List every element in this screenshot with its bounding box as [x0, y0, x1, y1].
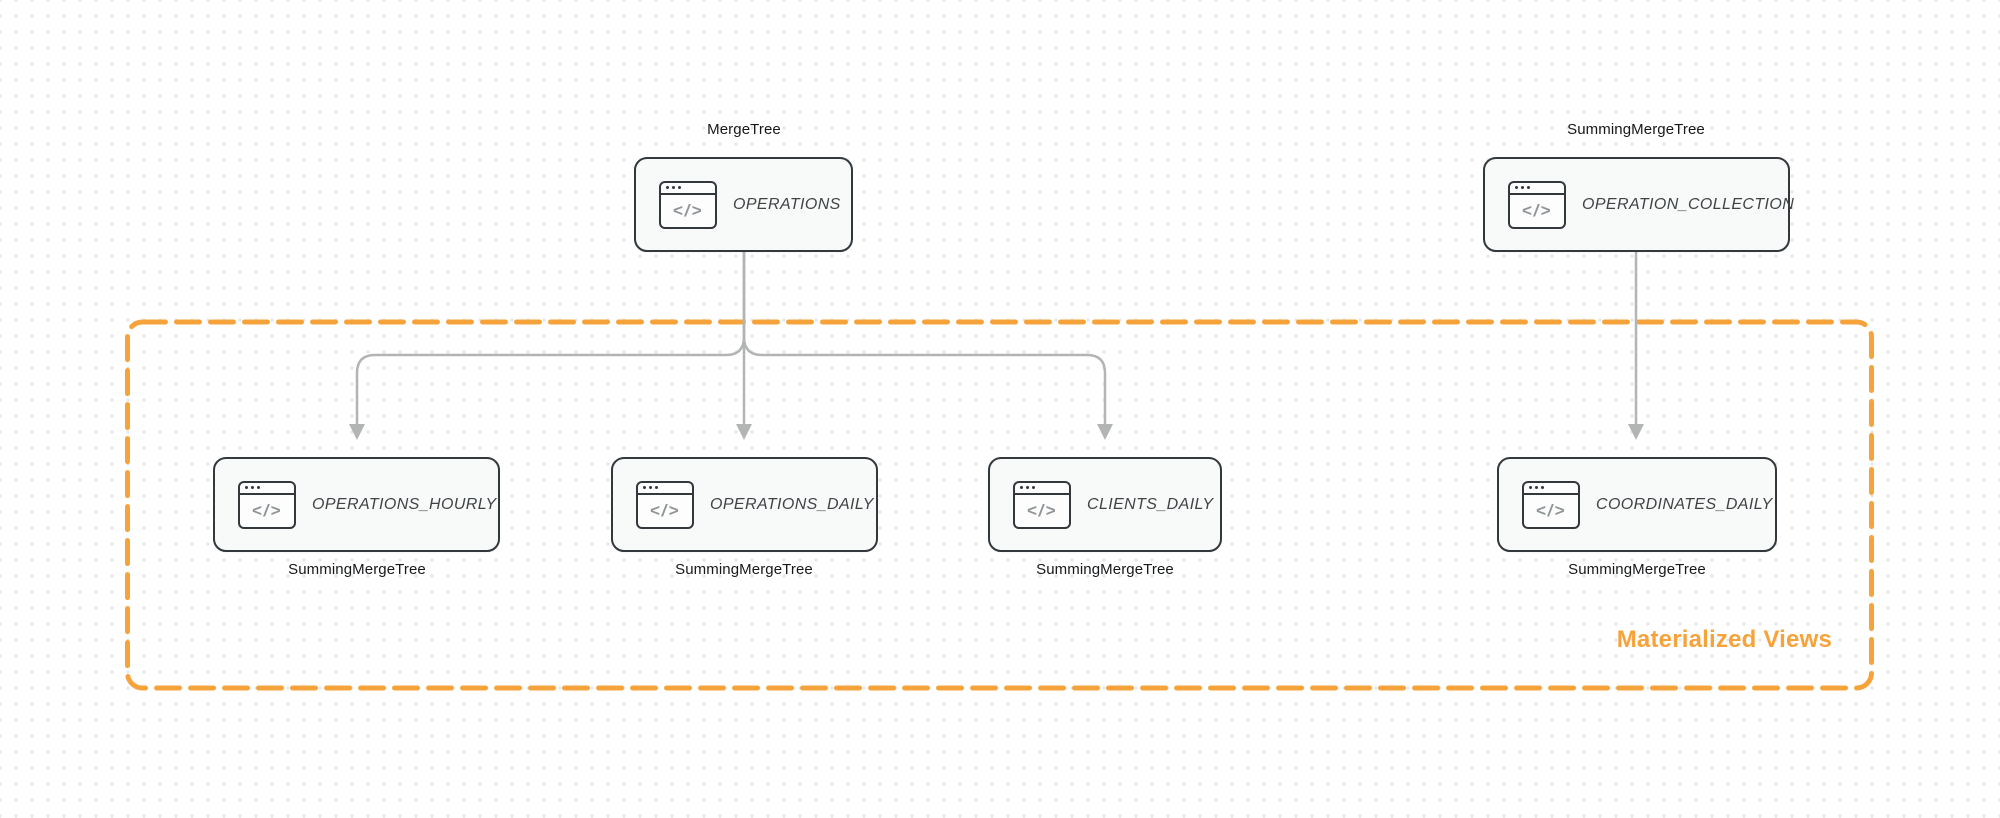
code-window-icon: </>	[636, 480, 694, 529]
window-dot	[655, 486, 658, 489]
window-dot	[1020, 486, 1023, 489]
window-dot	[257, 486, 260, 489]
code-glyph: </>	[1521, 200, 1553, 220]
window-dot	[672, 186, 675, 189]
node-operations: </> OPERATIONS	[634, 157, 853, 252]
window-dot	[1527, 186, 1530, 189]
code-glyph: </>	[251, 500, 283, 520]
node-operations-hourly: </> OPERATIONS_HOURLY	[213, 457, 500, 552]
node-operations-daily: </> OPERATIONS_DAILY	[611, 457, 878, 552]
materialized-views-caption: Materialized Views	[1616, 626, 1832, 653]
window-dot	[1515, 186, 1518, 189]
table-name: CLIENTS_DAILY	[1087, 495, 1214, 513]
window-titlebar	[240, 483, 294, 495]
engine-label-operations-hourly: SummingMergeTree	[288, 561, 426, 578]
node-clients-daily: </> CLIENTS_DAILY	[988, 457, 1222, 552]
window-dot	[1529, 486, 1532, 489]
window-dot	[1521, 186, 1524, 189]
code-window-icon: </>	[1013, 480, 1071, 529]
node-operation-collection: </> OPERATION_COLLECTION	[1483, 157, 1794, 252]
window-dot	[245, 486, 248, 489]
code-glyph: </>	[1026, 500, 1058, 520]
window-titlebar	[1510, 183, 1564, 195]
code-window-icon: </>	[1522, 480, 1580, 529]
code-window-icon: </>	[1508, 180, 1566, 229]
window-dot	[649, 486, 652, 489]
window-dot	[678, 186, 681, 189]
window-dot	[1032, 486, 1035, 489]
window-titlebar	[1015, 483, 1069, 495]
table-name: OPERATIONS_DAILY	[710, 495, 874, 513]
window-dot	[251, 486, 254, 489]
code-window-icon: </>	[659, 180, 717, 229]
window-dot	[666, 186, 669, 189]
table-name: COORDINATES_DAILY	[1596, 495, 1773, 513]
code-glyph: </>	[649, 500, 681, 520]
window-titlebar	[661, 183, 715, 195]
window-titlebar	[1524, 483, 1578, 495]
window-titlebar	[638, 483, 692, 495]
window-dot	[1541, 486, 1544, 489]
edge-operations-to-operations-hourly	[348, 252, 746, 440]
window-dot	[1026, 486, 1029, 489]
node-coordinates-daily: </> COORDINATES_DAILY	[1497, 457, 1777, 552]
code-glyph: </>	[1535, 500, 1567, 520]
code-window-icon: </>	[238, 480, 296, 529]
table-name: OPERATIONS	[733, 195, 841, 213]
code-glyph: </>	[672, 200, 704, 220]
window-dot	[643, 486, 646, 489]
engine-label-operations-daily: SummingMergeTree	[675, 561, 813, 578]
engine-label-operations: MergeTree	[707, 121, 781, 138]
engine-label-operation-collection: SummingMergeTree	[1567, 121, 1705, 138]
engine-label-clients-daily: SummingMergeTree	[1036, 561, 1174, 578]
table-name: OPERATION_COLLECTION	[1582, 195, 1795, 213]
table-name: OPERATIONS_HOURLY	[312, 495, 497, 513]
edge-operations-to-clients-daily	[742, 252, 1114, 440]
window-dot	[1535, 486, 1538, 489]
engine-label-coordinates-daily: SummingMergeTree	[1568, 561, 1706, 578]
